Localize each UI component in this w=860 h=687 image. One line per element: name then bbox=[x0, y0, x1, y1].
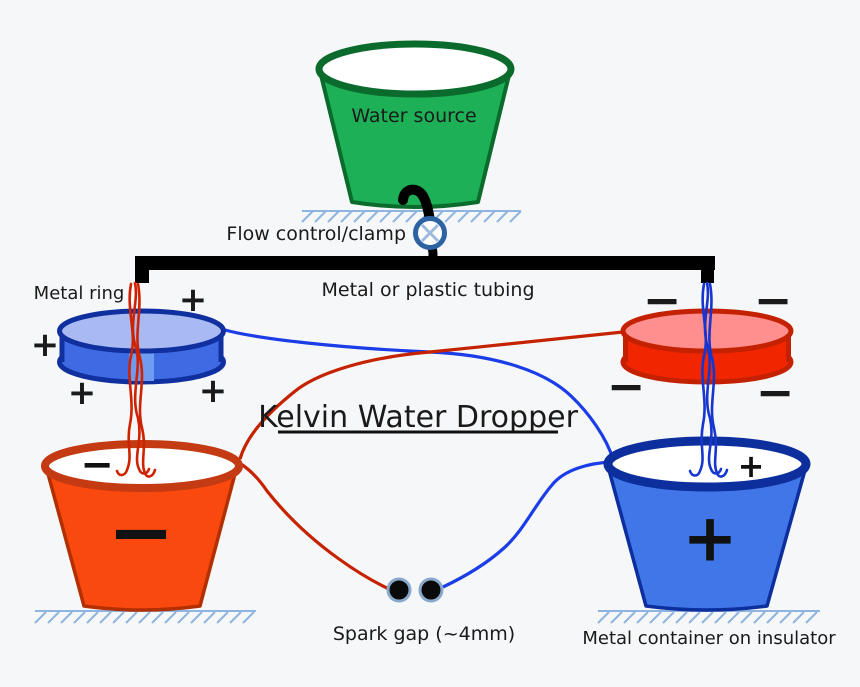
water-stream-right-2 bbox=[708, 282, 729, 478]
plus-sign: + bbox=[68, 373, 97, 413]
wire-red-bucket-to-spark bbox=[240, 462, 390, 591]
left-bucket-rim-charge: − bbox=[80, 442, 114, 488]
spark-gap-label: Spark gap (~4mm) bbox=[333, 623, 515, 645]
tubing-bar bbox=[135, 256, 715, 283]
water-stream-right-3 bbox=[703, 281, 723, 475]
tubing-label: Metal or plastic tubing bbox=[322, 279, 535, 301]
minus-sign: − bbox=[756, 365, 795, 419]
water-stream-left bbox=[115, 281, 157, 478]
left-bucket-body-charge: − bbox=[107, 486, 174, 579]
left-ring-charges: + + + + bbox=[31, 280, 228, 413]
minus-sign: − bbox=[754, 273, 793, 327]
spout-hook bbox=[398, 184, 435, 225]
right-bucket-rim-charge: + bbox=[738, 447, 765, 485]
plus-sign: + bbox=[31, 325, 60, 365]
tubing-stub-right bbox=[701, 256, 714, 283]
wire-blue-bucket-to-spark bbox=[442, 460, 613, 589]
tubing-stub-left bbox=[135, 256, 149, 283]
ground-hatch-left bbox=[34, 610, 256, 624]
metal-ring-label: Metal ring bbox=[34, 283, 125, 304]
ground-hatch-right bbox=[597, 610, 820, 624]
water-source-rim bbox=[315, 40, 515, 98]
water-source-body bbox=[318, 69, 512, 209]
left-bucket-rim bbox=[41, 440, 243, 492]
ground-hatch-top bbox=[301, 210, 522, 223]
flow-valve-icon bbox=[413, 216, 447, 250]
valve-cross bbox=[420, 223, 440, 243]
right-ring-charges: − − − − bbox=[607, 273, 795, 419]
right-metal-ring bbox=[620, 308, 794, 385]
water-source-bucket: Water source bbox=[315, 40, 515, 209]
plus-sign: + bbox=[179, 280, 208, 320]
left-ring-top bbox=[57, 308, 226, 354]
right-bucket-body-charge: + bbox=[682, 500, 737, 577]
spark-ball-right bbox=[418, 577, 444, 603]
minus-sign: − bbox=[607, 359, 646, 413]
right-collector-bucket bbox=[603, 436, 811, 612]
water-stream-right bbox=[688, 281, 729, 478]
diagram-title: Kelvin Water Dropper bbox=[258, 400, 579, 435]
water-source-label: Water source bbox=[351, 105, 476, 127]
flow-control-label: Flow control/clamp bbox=[226, 223, 406, 245]
wires bbox=[224, 328, 624, 591]
water-stream-left-2 bbox=[136, 282, 157, 478]
metal-container-label: Metal container on insulator bbox=[582, 628, 836, 649]
right-bucket-body bbox=[607, 468, 807, 612]
right-bucket-rim bbox=[603, 436, 811, 492]
plus-sign: + bbox=[199, 371, 228, 411]
left-collector-bucket bbox=[41, 440, 243, 612]
wire-red-ring-to-bucket bbox=[238, 330, 624, 460]
water-stream-left-3 bbox=[131, 281, 151, 475]
spark-ball-left bbox=[386, 577, 412, 603]
wire-blue-ring-to-bucket bbox=[224, 328, 615, 460]
tubing-horizontal bbox=[135, 256, 715, 270]
minus-sign: − bbox=[643, 273, 682, 327]
left-bucket-body bbox=[45, 468, 238, 612]
